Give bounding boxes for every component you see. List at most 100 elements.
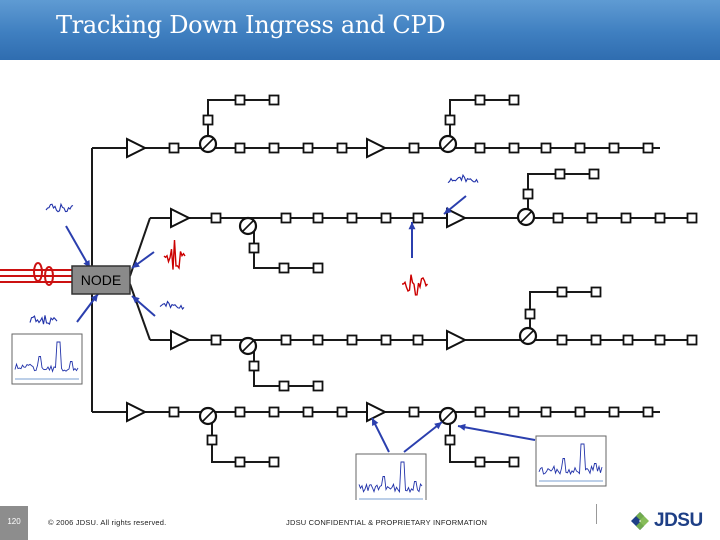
cable-network-diagram: NODE <box>0 94 698 500</box>
tap-square <box>234 142 246 154</box>
tap-square <box>474 406 486 418</box>
tap-square <box>642 142 654 154</box>
amplifier-triangle <box>446 329 468 351</box>
arrow-head <box>434 422 442 430</box>
tap-square <box>590 286 602 298</box>
noise-waveform <box>45 202 74 213</box>
cable-segment <box>449 99 514 143</box>
tap-square <box>248 360 260 372</box>
splitter-slash <box>521 329 535 343</box>
arrow-head <box>132 296 140 304</box>
tap-square <box>268 406 280 418</box>
fiber-input <box>0 262 72 286</box>
splitter-slash <box>201 137 215 151</box>
tap-square <box>540 406 552 418</box>
arrow-head <box>458 423 466 431</box>
tap-square <box>642 406 654 418</box>
tap-square <box>474 94 486 106</box>
tap-square <box>474 142 486 154</box>
tap-square <box>574 406 586 418</box>
node-label: NODE <box>81 272 121 288</box>
tap-square <box>336 406 348 418</box>
arrow-head <box>444 206 452 214</box>
jdsu-logo-icon <box>631 512 649 530</box>
tap-square <box>556 334 568 346</box>
page-number: 120 <box>7 517 21 526</box>
tap-square <box>686 212 698 224</box>
tap-square <box>622 334 634 346</box>
tap-square <box>168 406 180 418</box>
tap-square <box>268 456 280 468</box>
tap-square <box>312 262 324 274</box>
cable-segment <box>253 223 318 269</box>
tap-square <box>590 334 602 346</box>
cable-segment <box>207 99 274 143</box>
tap-square <box>654 334 666 346</box>
tap-square <box>556 286 568 298</box>
thumbnail-frame <box>535 435 607 487</box>
tap-square <box>444 434 456 446</box>
footer <box>0 500 720 540</box>
title-bar: Tracking Down Ingress and CPD <box>0 0 720 60</box>
tap-square <box>608 142 620 154</box>
footer-divider <box>596 504 597 524</box>
tap-square <box>302 142 314 154</box>
noise-waveform <box>29 315 58 325</box>
splitter-slash <box>201 409 215 423</box>
splitter-slash <box>441 137 455 151</box>
tap-square <box>206 434 218 446</box>
tap-square <box>586 212 598 224</box>
amplifier-triangle <box>446 207 468 229</box>
amplifier-triangle <box>366 137 388 159</box>
tap-square <box>588 168 600 180</box>
tap-square <box>268 94 280 106</box>
jdsu-logo: JDSU <box>628 509 712 533</box>
tap-square <box>234 456 246 468</box>
tap-square <box>412 334 424 346</box>
arrow-head <box>90 294 98 302</box>
tap-square <box>608 406 620 418</box>
amplifier-triangle <box>126 137 148 159</box>
amplifier-triangle <box>170 329 192 351</box>
jdsu-logo-text: JDSU <box>654 510 703 531</box>
cable-segment <box>211 417 274 463</box>
cable-segment <box>527 173 594 213</box>
tap-square <box>508 406 520 418</box>
tap-square <box>408 142 420 154</box>
spectrum-trace <box>538 443 603 476</box>
amplifier-triangle <box>170 207 192 229</box>
tap-square <box>234 94 246 106</box>
spectrum-thumbnail <box>355 453 427 500</box>
cable-segment <box>449 417 514 463</box>
spectrum-thumbnails <box>11 333 607 500</box>
arrow-head <box>408 222 416 230</box>
splitter-slash <box>241 219 255 233</box>
ingress-signals <box>29 173 479 325</box>
tap-square <box>620 212 632 224</box>
ingress-arrow <box>65 225 91 269</box>
arrow-head <box>132 260 140 268</box>
tap-square <box>380 334 392 346</box>
amplifier-triangle <box>366 401 388 423</box>
tap-square <box>508 142 520 154</box>
splitter-slash <box>441 409 455 423</box>
tap-square <box>248 242 260 254</box>
thumbnail-frame <box>11 333 83 385</box>
tap-square <box>522 188 534 200</box>
tap-square <box>408 406 420 418</box>
ingress-burst <box>163 239 186 270</box>
amplifier-triangle <box>126 401 148 423</box>
tap-square <box>508 94 520 106</box>
ingress-arrow <box>457 425 536 441</box>
tap-square <box>574 142 586 154</box>
cable-lines <box>91 99 692 463</box>
tap-square <box>210 212 222 224</box>
tap-square <box>336 142 348 154</box>
splitter-slash <box>241 339 255 353</box>
tap-square <box>346 334 358 346</box>
confidential-text: JDSU CONFIDENTIAL & PROPRIETARY INFORMAT… <box>286 518 488 527</box>
cable-segment <box>529 291 596 335</box>
ingress-burst <box>401 274 429 296</box>
tap-square <box>268 142 280 154</box>
spectrum-trace <box>358 461 423 494</box>
